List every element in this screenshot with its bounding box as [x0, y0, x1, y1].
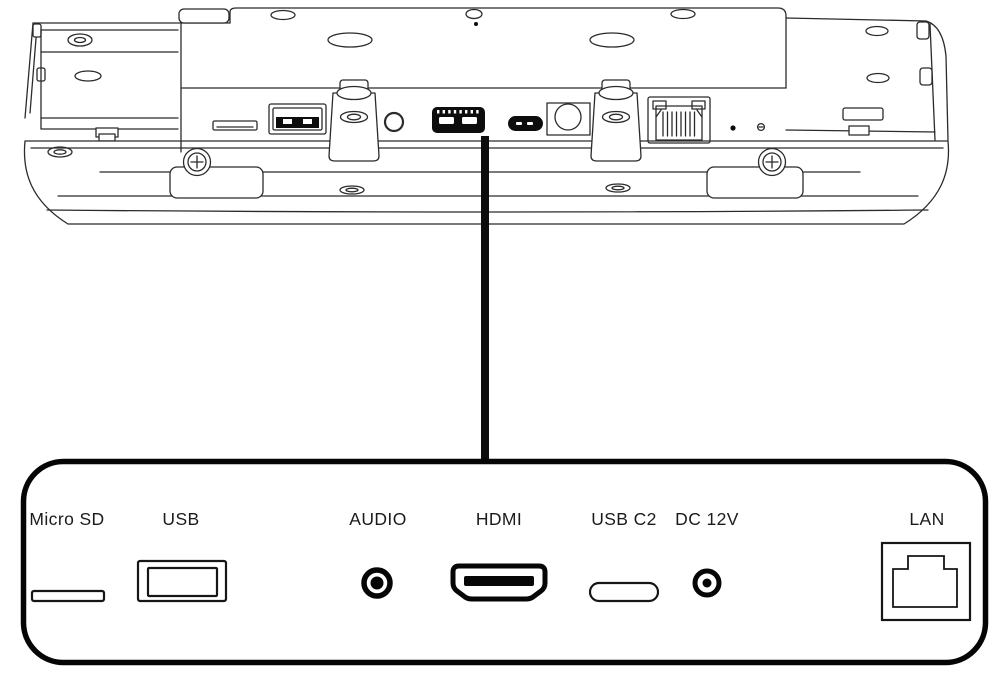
device-top-tab [178, 8, 230, 24]
device-right-panel [785, 17, 949, 141]
device-dc-jack [546, 102, 591, 136]
device-screw-left [182, 147, 212, 177]
device-lan-port [647, 96, 711, 144]
device-indicator-dots [730, 122, 766, 132]
usb-a-port-icon [136, 559, 228, 603]
port-label-microsd: Micro SD [29, 509, 105, 529]
usb-c-port-icon [588, 581, 660, 603]
port-label-audio: AUDIO [349, 509, 407, 529]
callout-leader-line [481, 136, 489, 462]
microsd-slot-icon [30, 589, 106, 603]
device-usb-a-port [268, 103, 327, 135]
vent-holes [270, 8, 890, 84]
device-mount-bracket [40, 22, 182, 142]
device-microsd-slot [212, 120, 258, 131]
bezel-oval-slots [339, 183, 631, 195]
port-label-lan: LAN [909, 509, 945, 529]
port-label-dc-12v: DC 12V [675, 509, 739, 529]
dc-power-jack-icon [692, 568, 722, 598]
device-hdmi-port [432, 107, 485, 133]
device-screw-right [757, 147, 787, 177]
port-label-usb-c2: USB C2 [591, 509, 657, 529]
callout-box [20, 458, 989, 666]
device-usb-c-port [508, 116, 543, 131]
port-label-hdmi: HDMI [475, 509, 523, 529]
port-label-usb: USB [162, 509, 200, 529]
device-mount-post-left [328, 79, 380, 162]
audio-jack-icon [361, 567, 393, 599]
lan-port-icon [880, 541, 972, 622]
hdmi-port-icon [450, 563, 548, 602]
device-audio-jack [383, 111, 405, 133]
device-rear-illustration [23, 7, 950, 225]
device-mount-post-right [590, 79, 642, 162]
